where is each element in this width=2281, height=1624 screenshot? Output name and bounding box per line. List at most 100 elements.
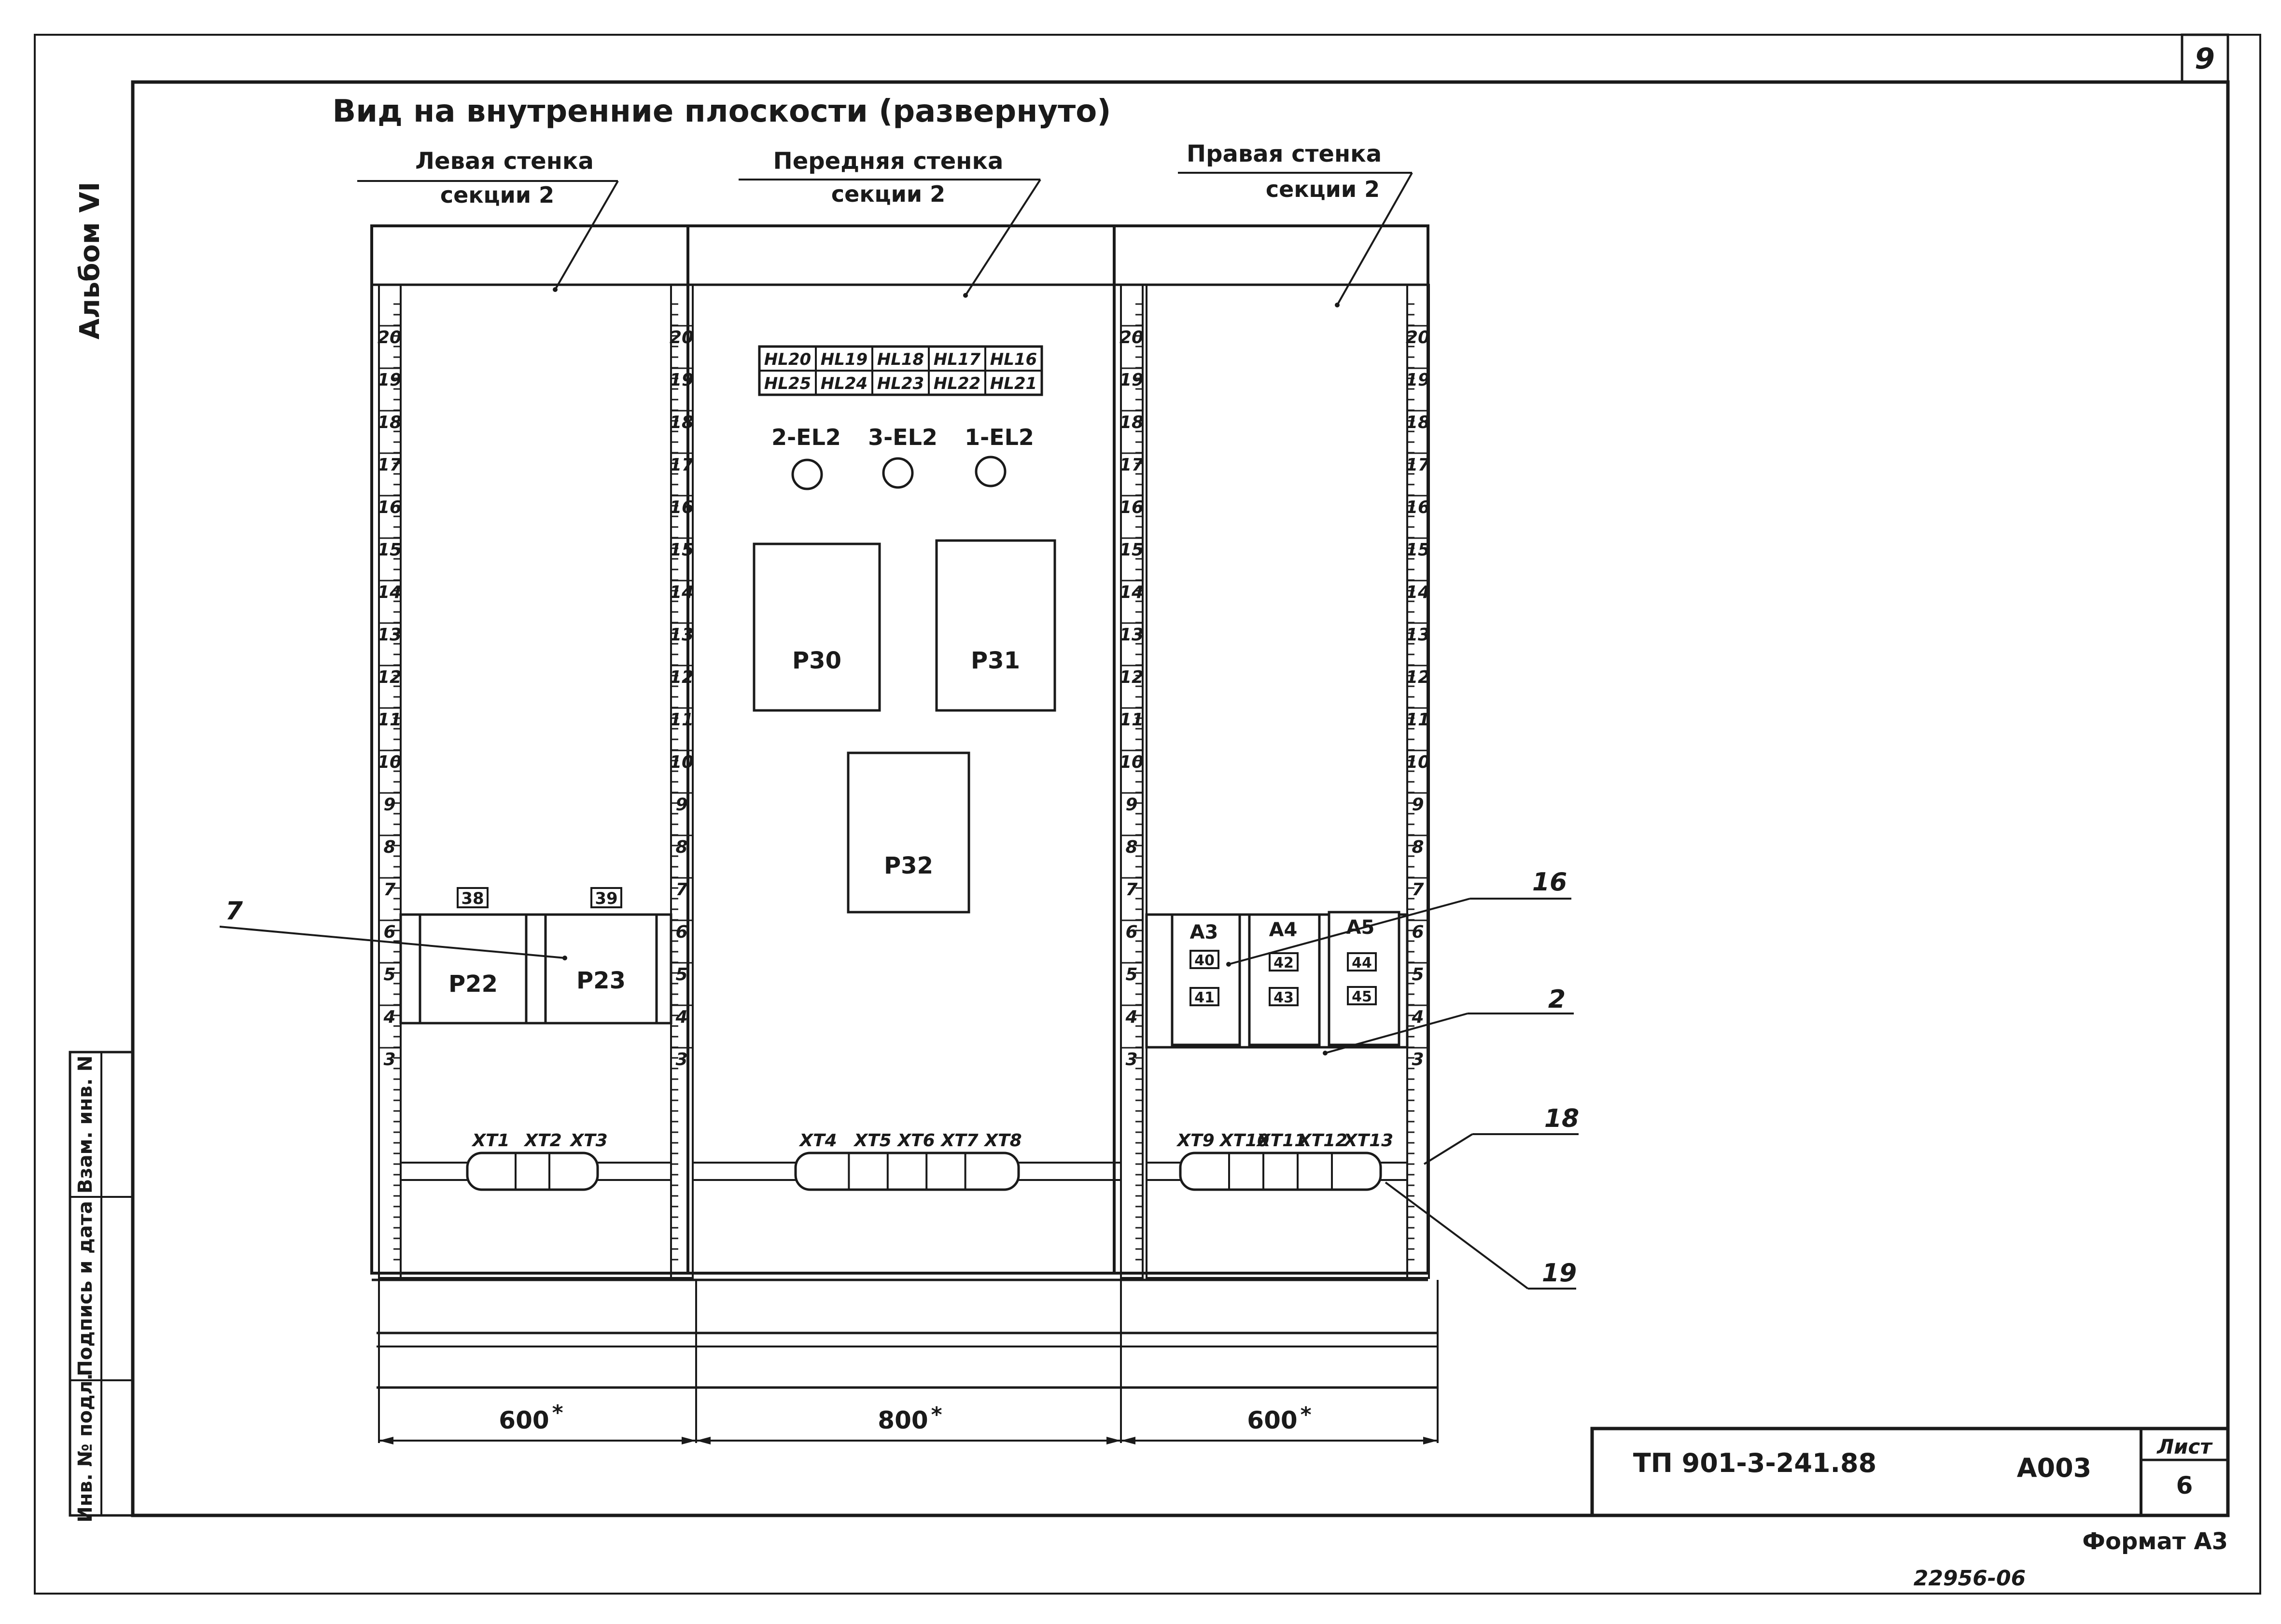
relay-p32: [847, 751, 970, 914]
lamp-hl24: HL24: [821, 374, 868, 393]
scale-mark-19: 19: [1406, 370, 1430, 390]
relay-p22-label: P22: [448, 971, 498, 998]
terminal-block-xt7: XT7: [940, 1131, 978, 1151]
scale-mark-13: 13: [378, 625, 402, 645]
scale-mark-12: 12: [670, 667, 694, 687]
lamp-hl17: HL17: [934, 350, 981, 369]
left-wall-title: Левая стенка: [415, 148, 594, 175]
callout-2-label: 2: [1548, 985, 1566, 1014]
scale-mark-3: 3: [1412, 1050, 1424, 1069]
title-block: ТП 901-3-241.88 А003 Лист 6: [1590, 1427, 2230, 1517]
scale-mark-15: 15: [1120, 540, 1144, 560]
scale-mark-15: 15: [378, 540, 402, 560]
scale-mark-13: 13: [670, 625, 694, 645]
scale-mark-11: 11: [378, 710, 402, 730]
front-wall-title: Передняя стенка: [773, 148, 1004, 175]
terminal-number-41: 41: [1194, 989, 1215, 1006]
scale-mark-19: 19: [670, 370, 694, 390]
right-wall-title: Правая стенка: [1187, 140, 1382, 167]
scale-mark-14: 14: [670, 583, 694, 602]
scale-mark-5: 5: [383, 965, 395, 985]
lamp-hl18: HL18: [877, 350, 924, 369]
scale-mark-17: 17: [1406, 455, 1430, 475]
callout-18-label: 18: [1544, 1104, 1579, 1133]
terminal-block-xt8: XT8: [983, 1131, 1022, 1151]
lamp-2-el2-icon: [791, 458, 823, 490]
terminal-block-xt5: XT5: [853, 1131, 891, 1151]
terminal-block-xt12: XT12: [1297, 1131, 1347, 1151]
scale-mark-5: 5: [1412, 965, 1424, 985]
scale-mark-17: 17: [378, 455, 402, 475]
right-wall-subtitle: секции 2: [1266, 176, 1380, 202]
scale-mark-5: 5: [675, 965, 687, 985]
scale-mark-19: 19: [1120, 370, 1144, 390]
lamp-hl22: HL22: [934, 374, 980, 393]
stamp-inv-podl: Инв. № подл.: [74, 1373, 97, 1523]
scale-mark-7: 7: [675, 880, 687, 900]
relay-p30: [753, 542, 881, 712]
scale-mark-16: 16: [1406, 498, 1430, 517]
relay-p23: [544, 913, 658, 1025]
scale-mark-10: 10: [670, 752, 694, 772]
format-label: Формат А3: [2082, 1528, 2228, 1555]
scale-mark-11: 11: [1406, 710, 1430, 730]
terminal-number-38: 38: [461, 889, 484, 908]
scale-mark-12: 12: [378, 667, 402, 687]
left-wall-subtitle: секции 2: [440, 182, 554, 208]
scale-mark-6: 6: [1125, 922, 1137, 942]
terminal-number-40: 40: [1194, 952, 1215, 969]
scale-mark-20: 20: [1120, 328, 1144, 347]
scale-mark-18: 18: [378, 413, 402, 432]
module-a4-label: A4: [1269, 919, 1298, 941]
scale-mark-3: 3: [383, 1050, 395, 1069]
callout-7: 7: [219, 897, 567, 960]
side-stamp: Инв. № подл. Подпись и дата Взам. инв. N: [69, 1051, 134, 1523]
lamp-2-el2-label: 2-EL2: [771, 424, 841, 450]
scale-mark-6: 6: [675, 922, 687, 942]
scale-mark-4: 4: [675, 1007, 687, 1027]
scale-mark-8: 8: [1412, 837, 1424, 857]
document-code: ТП 901-3-241.88: [1633, 1448, 1876, 1478]
relay-p23-label: P23: [576, 967, 626, 994]
left-wall-panel: 38 39 P22 P23: [399, 284, 672, 1279]
scale-mark-14: 14: [1120, 583, 1144, 602]
stamp-signature-date: Подпись и дата: [74, 1201, 97, 1376]
relay-p32-label: P32: [884, 852, 933, 879]
callout-19-label: 19: [1542, 1259, 1577, 1288]
module-a4: [1248, 913, 1321, 1046]
scale-mark-14: 14: [1406, 583, 1430, 602]
scale-mark-16: 16: [378, 498, 402, 517]
front-wall-subtitle: секции 2: [831, 181, 945, 207]
callout-18: 18: [1423, 1104, 1579, 1165]
terminal-block-xt4: XT4: [798, 1131, 837, 1151]
scale-mark-14: 14: [378, 583, 402, 602]
terminal-block-xt1: XT1: [471, 1131, 509, 1151]
scale-mark-4: 4: [383, 1007, 395, 1027]
scale-mark-10: 10: [1406, 752, 1430, 772]
module-a3: [1171, 913, 1241, 1046]
scale-mark-19: 19: [378, 370, 402, 390]
mounting-rails: 2019181716151413121110987654320191817161…: [378, 284, 1430, 1279]
right-wall-panel: A3 A4 A5 40 41 42 43 44 45: [1145, 284, 1409, 1279]
lamp-hl19: HL19: [821, 350, 868, 369]
scale-mark-3: 3: [675, 1050, 687, 1069]
scale-mark-17: 17: [1120, 455, 1144, 475]
outer-frame: [34, 34, 2261, 1595]
scale-mark-11: 11: [1120, 710, 1144, 730]
scale-mark-16: 16: [1120, 498, 1144, 517]
terminal-number-39: 39: [595, 889, 617, 908]
scale-mark-4: 4: [1411, 1007, 1424, 1027]
terminal-number-42: 42: [1273, 955, 1294, 972]
scale-mark-3: 3: [1125, 1050, 1137, 1069]
callout-2: 2: [1323, 985, 1574, 1055]
callout-19: 19: [1385, 1181, 1577, 1290]
scale-mark-20: 20: [378, 328, 402, 347]
scale-mark-9: 9: [675, 795, 687, 815]
scale-mark-4: 4: [1125, 1007, 1137, 1027]
